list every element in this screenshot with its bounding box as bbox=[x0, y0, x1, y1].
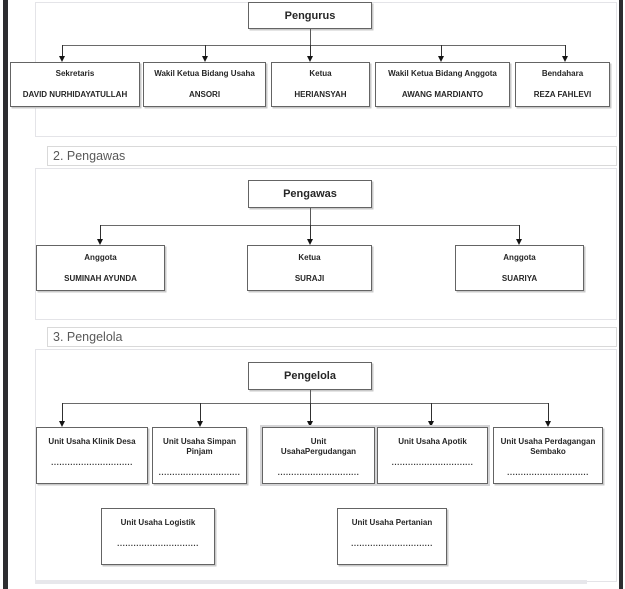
org-node-pengurus-root: Pengurus bbox=[248, 2, 372, 29]
unit-title: Unit Usaha Simpan Pinjam bbox=[163, 437, 236, 456]
role-title: Ketua bbox=[309, 69, 332, 78]
connector-stem bbox=[310, 29, 311, 45]
org-node-anggota-1: Anggota SUMINAH AYUNDA bbox=[36, 245, 165, 291]
dotted-placeholder: .............................. bbox=[158, 468, 241, 477]
dotted-placeholder: .............................. bbox=[117, 539, 199, 548]
connector-rail bbox=[62, 45, 566, 46]
role-title: Sekretaris bbox=[55, 69, 95, 78]
role-title: Wakil Ketua Bidang Anggota bbox=[388, 69, 497, 78]
org-node-unit-logistik: Unit Usaha Logistik ....................… bbox=[101, 508, 215, 565]
role-title: Ketua bbox=[298, 252, 321, 262]
org-node-label: Pengurus bbox=[284, 9, 336, 22]
role-title: Wakil Ketua Bidang Usaha bbox=[154, 69, 255, 78]
org-node-label: Pengawas bbox=[283, 188, 337, 200]
page-edge-right bbox=[619, 0, 623, 589]
org-node-anggota-2: Anggota SUARIYA bbox=[455, 245, 584, 291]
role-title: Anggota bbox=[84, 252, 117, 262]
org-node-unit-perdagangan-sembako: Unit Usaha Perdagangan Sembako .........… bbox=[493, 427, 603, 484]
org-node-ketua: Ketua HERIANSYAH bbox=[271, 62, 370, 107]
dotted-placeholder: .............................. bbox=[51, 458, 133, 467]
down-arrow-icon bbox=[307, 225, 314, 245]
connector-stem bbox=[310, 390, 311, 403]
unit-title: Unit Usaha Klinik Desa bbox=[48, 437, 136, 446]
down-arrow-icon bbox=[562, 45, 569, 62]
down-arrow-icon bbox=[202, 45, 209, 62]
org-node-wakil-ketua-anggota: Wakil Ketua Bidang Anggota AWANG MARDIAN… bbox=[375, 62, 510, 107]
unit-title: Unit Usaha Apotik bbox=[398, 437, 467, 446]
person-name: ANSORI bbox=[188, 90, 221, 99]
down-arrow-icon bbox=[428, 403, 435, 427]
down-arrow-icon bbox=[307, 45, 314, 62]
connector-stem bbox=[310, 208, 311, 225]
down-arrow-icon bbox=[59, 45, 66, 62]
org-node-unit-apotik: Unit Usaha Apotik ......................… bbox=[375, 425, 490, 486]
section-heading-pengawas: 2. Pengawas bbox=[47, 146, 617, 166]
unit-title: Unit UsahaPergudangan bbox=[280, 437, 357, 456]
person-name: HERIANSYAH bbox=[294, 90, 347, 99]
org-node-unit-pergudangan: Unit UsahaPergudangan ..................… bbox=[260, 425, 377, 486]
org-node-unit-pertanian: Unit Usaha Pertanian ...................… bbox=[337, 508, 447, 565]
down-arrow-icon bbox=[438, 45, 445, 62]
org-node-label: Pengelola bbox=[284, 370, 336, 382]
down-arrow-icon bbox=[97, 225, 104, 245]
section-heading-pengelola: 3. Pengelola bbox=[47, 327, 617, 347]
org-node-unit-klinik-desa: Unit Usaha Klinik Desa .................… bbox=[36, 427, 148, 484]
down-arrow-icon bbox=[516, 225, 523, 245]
connector-rail bbox=[62, 403, 549, 404]
page-edge-left bbox=[3, 0, 8, 589]
person-name: AWANG MARDIANTO bbox=[401, 90, 484, 99]
person-name: SUARIYA bbox=[501, 273, 538, 283]
person-name: SUMINAH AYUNDA bbox=[64, 273, 137, 283]
page-bottom-divider bbox=[35, 580, 587, 584]
dotted-placeholder: .............................. bbox=[277, 468, 360, 477]
person-name: DAVID NURHIDAYATULLAH bbox=[22, 90, 128, 99]
dotted-placeholder: .............................. bbox=[351, 539, 433, 548]
dotted-placeholder: .............................. bbox=[391, 458, 474, 467]
org-node-pengelola-root: Pengelola bbox=[248, 362, 372, 390]
org-node-pengawas-root: Pengawas bbox=[248, 180, 372, 208]
org-node-ketua-pengawas: Ketua SURAJI bbox=[247, 245, 372, 291]
down-arrow-icon bbox=[307, 403, 314, 427]
person-name: REZA FAHLEVI bbox=[533, 90, 592, 99]
role-title: Bendahara bbox=[541, 69, 584, 78]
person-name: SURAJI bbox=[294, 273, 325, 283]
unit-title: Unit Usaha Perdagangan Sembako bbox=[500, 437, 596, 456]
org-node-sekretaris: Sekretaris DAVID NURHIDAYATULLAH bbox=[10, 62, 140, 107]
unit-title: Unit Usaha Logistik bbox=[120, 518, 196, 527]
org-node-bendahara: Bendahara REZA FAHLEVI bbox=[515, 62, 610, 107]
down-arrow-icon bbox=[545, 403, 552, 427]
role-title: Anggota bbox=[503, 252, 536, 262]
org-node-wakil-ketua-usaha: Wakil Ketua Bidang Usaha ANSORI bbox=[143, 62, 266, 107]
down-arrow-icon bbox=[197, 403, 204, 427]
dotted-placeholder: .............................. bbox=[507, 468, 589, 477]
org-node-unit-simpan-pinjam: Unit Usaha Simpan Pinjam ...............… bbox=[152, 427, 247, 484]
unit-title: Unit Usaha Pertanian bbox=[351, 518, 433, 527]
down-arrow-icon bbox=[59, 403, 66, 427]
